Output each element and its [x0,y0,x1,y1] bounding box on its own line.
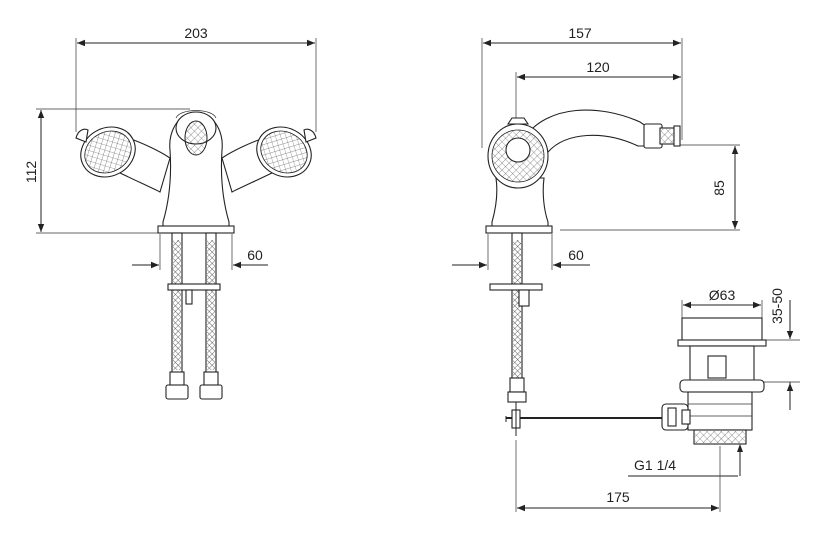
dim-thread-g1-1-4: G1 1/4 [634,457,676,473]
front-view: 203 112 [23,25,317,400]
dim-60-front: 60 [247,247,263,263]
dim-203: 203 [184,25,208,41]
dim-175: 175 [606,489,630,505]
waste-assembly: Ø63 35-50 G1 1/4 175 [515,287,800,512]
side-body [491,177,549,233]
dim-diameter-63: Ø63 [709,287,736,303]
dim-60-side: 60 [568,247,584,263]
dim-120: 120 [586,59,610,75]
dim-112: 112 [23,161,39,184]
side-view: 157 120 85 60 [452,25,740,436]
dim-85: 85 [711,180,727,196]
dim-35-50: 35-50 [769,288,785,324]
dim-157: 157 [568,25,592,41]
